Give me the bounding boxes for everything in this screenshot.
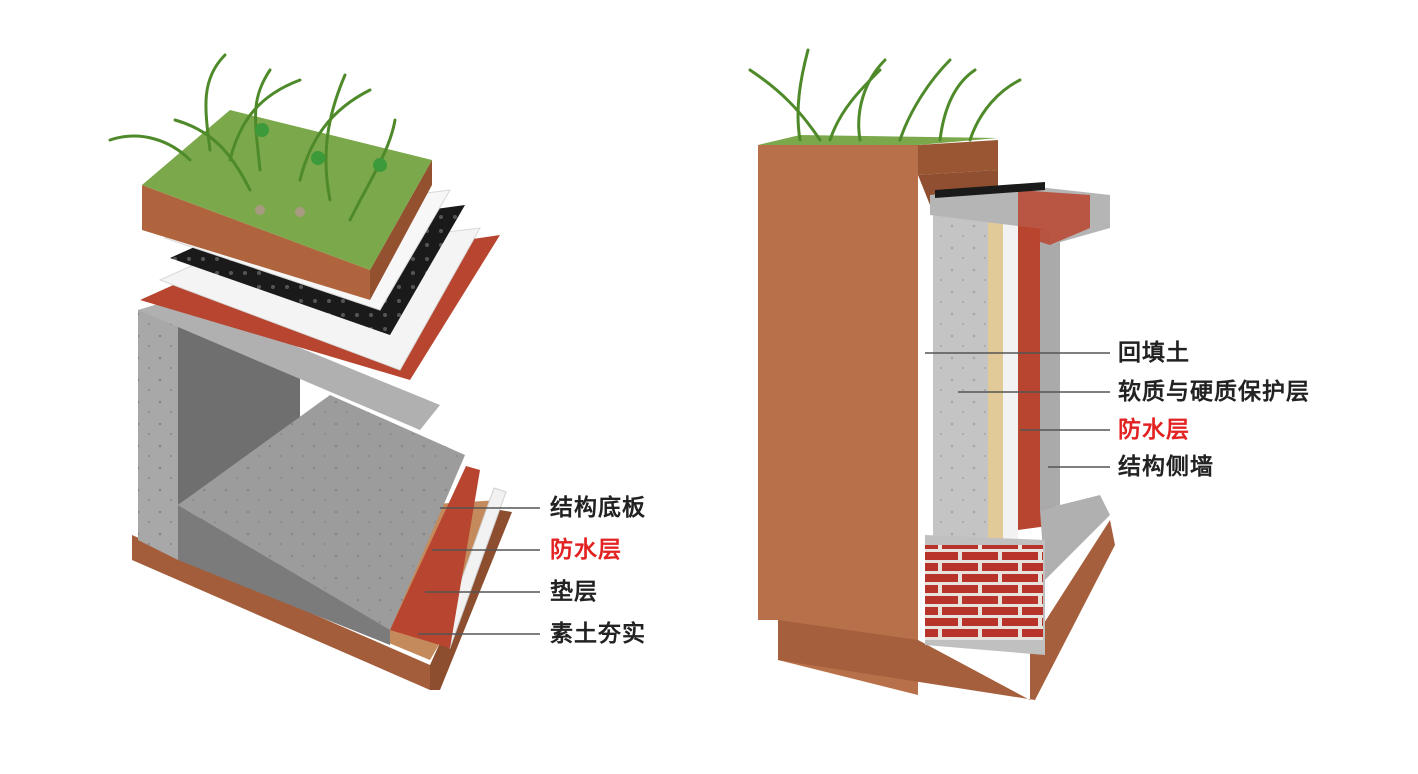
right-soil-bottom [778,520,1115,700]
left-floor-slab-texture [178,395,465,630]
right-top-slab-membrane [1018,190,1090,245]
right-soft-layer [988,203,1003,555]
leader-lines [418,352,1110,635]
right-label-side-wall: 结构侧墙 [1118,454,1214,480]
left-diagram [108,53,512,690]
right-soil-top-side [918,140,998,175]
left-label-structural-slab: 结构底板 [550,495,646,521]
right-label-protective-layer: 软质与硬质保护层 [1118,379,1310,405]
left-label-waterproof-layer: 防水层 [550,537,622,563]
left-soil-block-side [370,160,432,300]
right-bottom-slab [1040,495,1110,580]
right-label-waterproof-layer: 防水层 [1118,417,1190,443]
right-drainage-board [935,182,1045,198]
right-bricks [925,545,1043,640]
right-grass-blades [748,48,1022,142]
left-soil-base-front [132,535,430,690]
left-top-slab [138,298,440,430]
left-soil-block-front [142,185,370,300]
left-wall-left-texture [138,300,178,560]
left-label-compacted-soil: 素土夯实 [550,621,646,647]
right-white-layer [1003,208,1018,545]
right-concrete-texture [933,192,988,555]
left-label-cushion-layer: 垫层 [550,579,598,605]
right-structural-wall [1040,225,1060,510]
right-soil-front [758,145,918,695]
right-diagram [748,48,1115,700]
right-label-backfill: 回填土 [1118,340,1190,366]
left-grass-top [142,110,432,270]
left-bottom-membrane [390,466,480,648]
left-clover-leaves [255,123,387,217]
left-floor-front-edge [178,505,390,645]
